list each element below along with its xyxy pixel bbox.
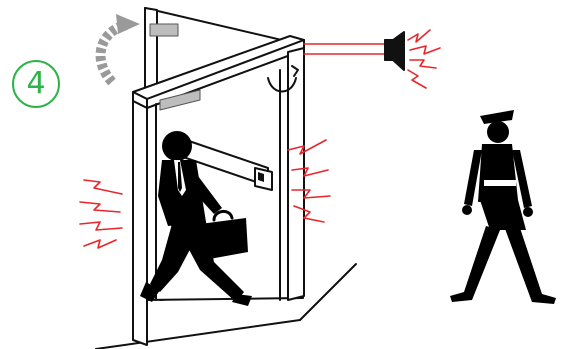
rotation-arrow-icon xyxy=(101,26,122,82)
alarm-wire xyxy=(304,44,385,54)
wall-siren-icon xyxy=(385,32,404,70)
step-number-badge: 4 xyxy=(12,60,60,108)
security-guard-icon xyxy=(450,110,556,304)
step-number: 4 xyxy=(26,69,45,99)
rotation-arrowhead xyxy=(116,14,140,34)
